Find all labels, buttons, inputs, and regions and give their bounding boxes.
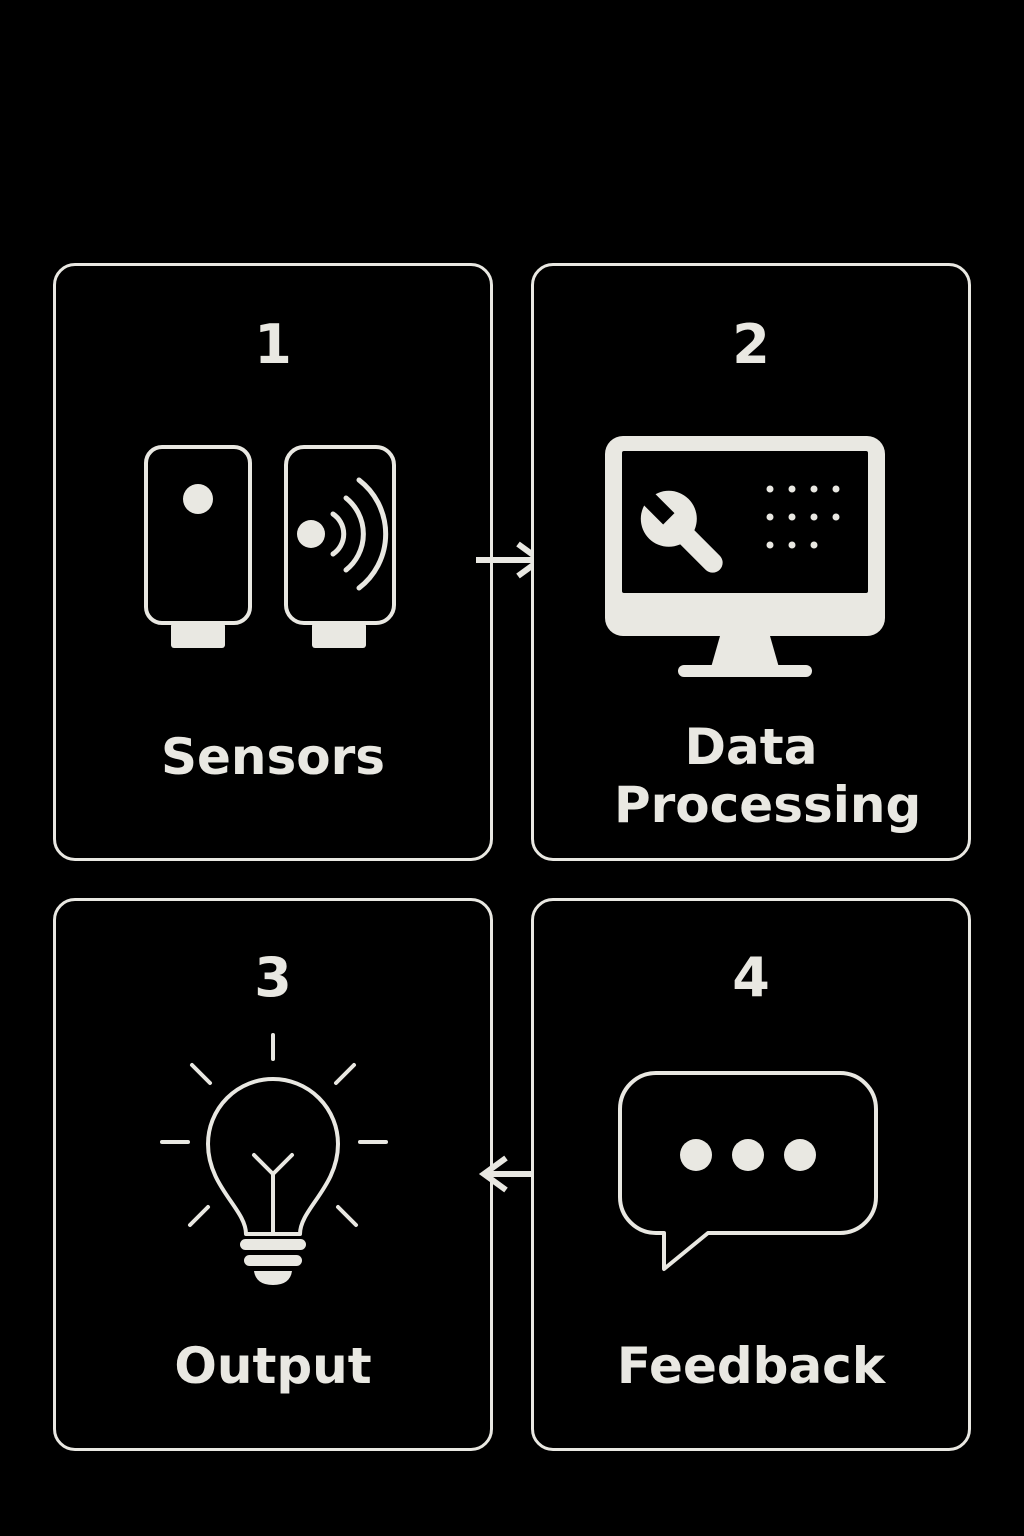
step-card-output: 3 Output — [53, 898, 493, 1451]
step-number: 4 — [732, 946, 770, 1009]
step-number: 2 — [732, 313, 770, 376]
step-card-data-processing: 2 Data Processing — [531, 263, 971, 861]
speech-bubble-icon — [618, 1071, 878, 1271]
step-label: Output — [174, 1337, 372, 1395]
monitor-wrench-icon — [605, 436, 885, 677]
step-number: 1 — [254, 313, 292, 376]
step-number: 3 — [254, 946, 292, 1009]
step-card-sensors: 1 Sensors — [53, 263, 493, 861]
lightbulb-icon — [160, 1033, 388, 1285]
step-label: Data Processing — [614, 718, 922, 834]
step-label: Feedback — [616, 1337, 886, 1395]
step-label: Sensors — [160, 728, 386, 786]
step-card-feedback: 4 Feedback — [531, 898, 971, 1451]
sensors-icon — [144, 445, 396, 648]
